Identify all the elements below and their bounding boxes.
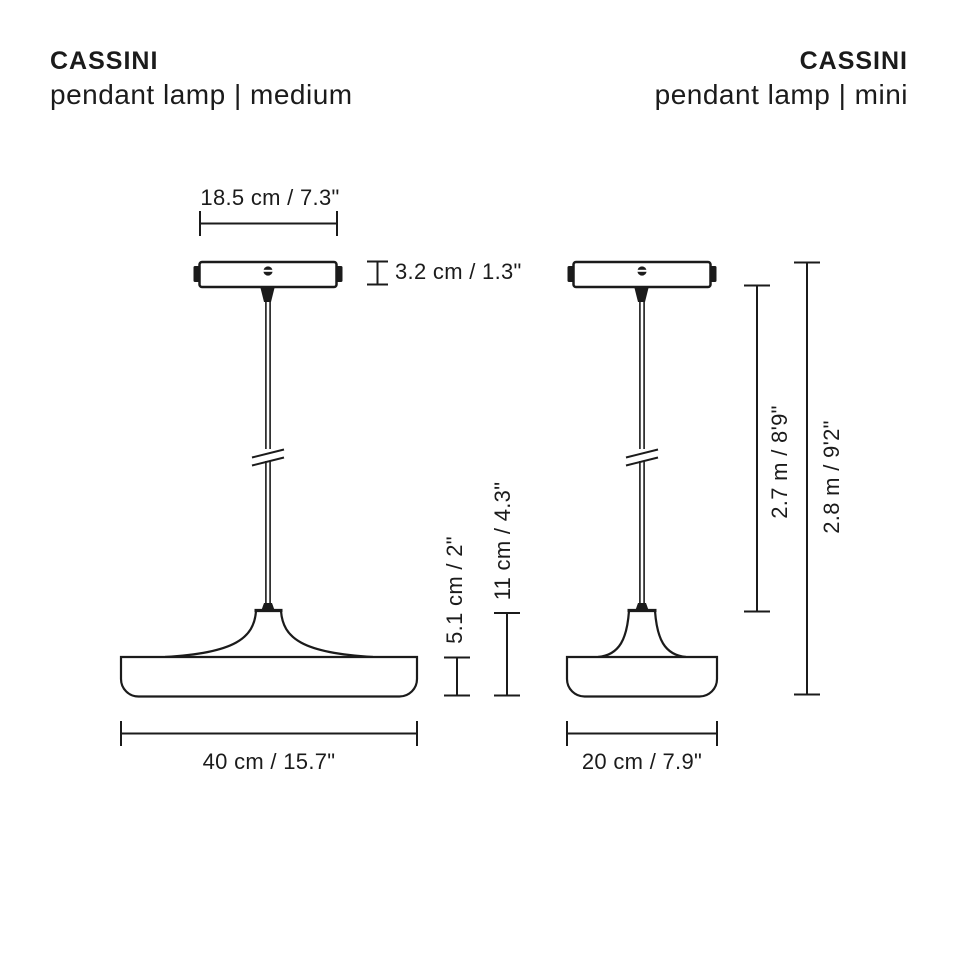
dim-line-canopy-width xyxy=(199,211,338,236)
cord-break-symbol xyxy=(251,448,285,467)
shade-cord-grip xyxy=(261,603,275,610)
dim-label-canopy-height: 3.2 cm / 1.3" xyxy=(395,259,522,284)
product-variant-mini: pendant lamp | mini xyxy=(654,79,908,110)
dim-label-drop-to-shade-top: 2.7 m / 8'9" xyxy=(767,405,792,519)
header-mini: CASSINI pendant lamp | mini xyxy=(655,46,908,113)
shade-body xyxy=(565,655,719,698)
mini-diagram xyxy=(565,260,820,746)
dim-label-canopy-width: 18.5 cm / 7.3" xyxy=(200,185,340,210)
dim-line-drop-to-shade-top xyxy=(744,284,770,613)
cord-break-symbol xyxy=(625,448,659,467)
dim-label-shade-diameter-medium: 40 cm / 15.7" xyxy=(202,749,336,774)
cord-strain-relief xyxy=(634,288,649,302)
dim-label-shade-total-height: 11 cm / 4.3" xyxy=(490,481,515,601)
cord-strain-relief xyxy=(260,288,275,302)
canopy-mini xyxy=(567,260,717,302)
shade-body xyxy=(119,655,419,698)
shade-medium xyxy=(119,603,419,698)
shade-cord-grip xyxy=(635,603,649,610)
dim-label-drop-total: 2.8 m / 9'2" xyxy=(819,420,844,534)
dim-line-shade-diameter-mini xyxy=(566,721,718,746)
medium-diagram xyxy=(119,211,520,746)
dim-line-shade-diameter-medium xyxy=(120,721,418,746)
canopy-medium xyxy=(193,260,343,302)
dim-line-shade-body-height xyxy=(444,656,470,697)
header-medium: CASSINI pendant lamp | medium xyxy=(50,46,353,113)
dim-label-shade-body-height: 5.1 cm / 2" xyxy=(442,536,467,644)
dim-label-shade-diameter-mini: 20 cm / 7.9" xyxy=(581,749,703,774)
product-variant-medium: pendant lamp | medium xyxy=(50,79,353,110)
dim-line-shade-total-height xyxy=(494,612,520,697)
cord-mini xyxy=(625,300,659,604)
product-name-medium: CASSINI xyxy=(50,47,159,75)
cord-medium xyxy=(251,300,285,604)
shade-mini xyxy=(565,603,719,698)
dim-line-drop-total xyxy=(794,261,820,696)
product-name-mini: CASSINI xyxy=(799,47,908,75)
shade-neck-right xyxy=(279,610,374,659)
dim-line-canopy-height xyxy=(367,260,388,286)
shade-neck-left xyxy=(164,610,258,659)
